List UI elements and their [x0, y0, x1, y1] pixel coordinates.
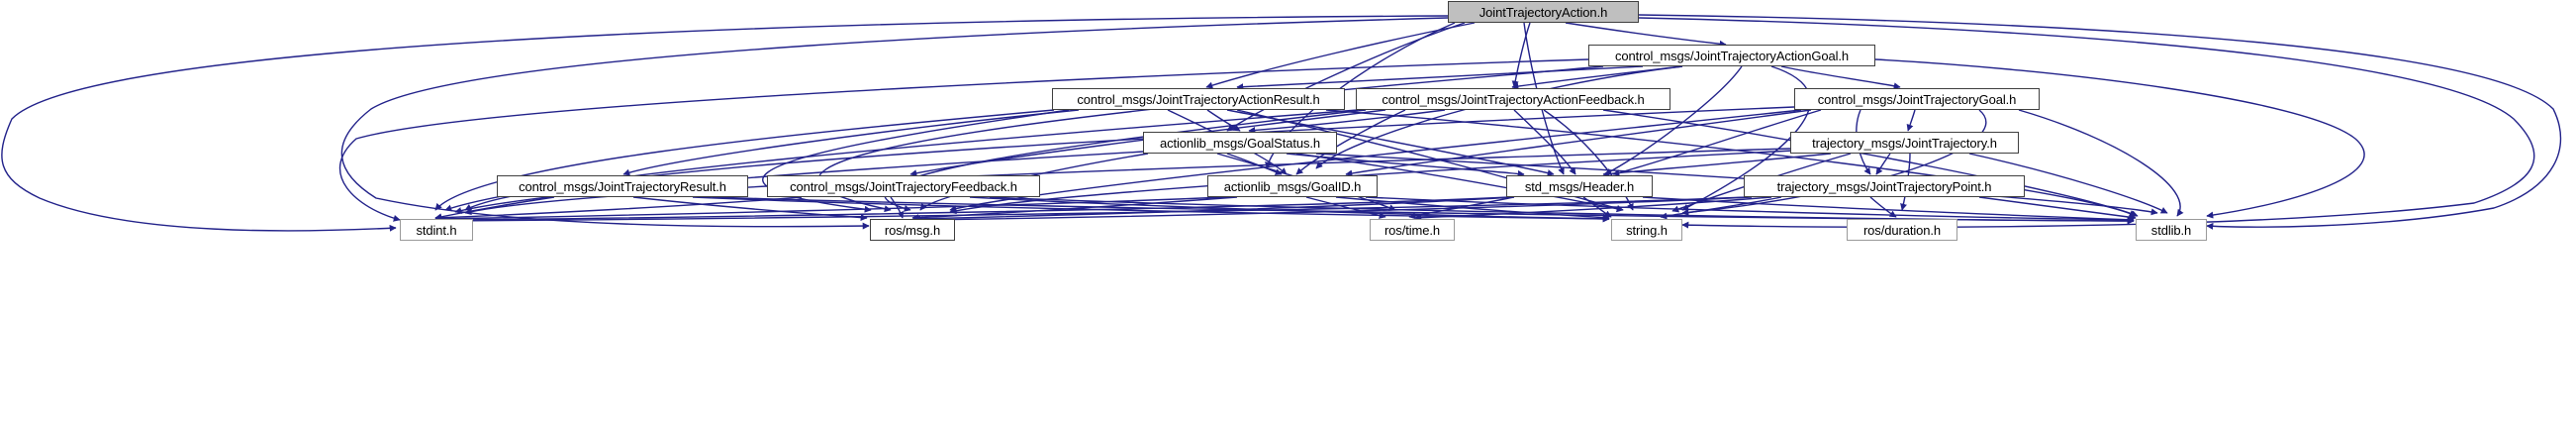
node-label: control_msgs/JointTrajectoryGoal.h	[1817, 91, 2017, 107]
graph-node-std-msgs-header-h[interactable]: std_msgs/Header.h	[1506, 175, 1653, 197]
graph-node-trajectory-msgs-jointtrajectory-h[interactable]: trajectory_msgs/JointTrajectory.h	[1790, 132, 2019, 154]
graph-node-string-h[interactable]: string.h	[1611, 219, 1682, 241]
graph-edge-n1-to-n17	[1874, 58, 2365, 219]
graph-node-ros-time-h[interactable]: ros/time.h	[1370, 219, 1455, 241]
graph-node-jointtrajectoryaction-h[interactable]: JointTrajectoryAction.h	[1448, 1, 1639, 23]
graph-node-actionlib-msgs-goalid-h[interactable]: actionlib_msgs/GoalID.h	[1207, 175, 1378, 197]
graph-edge-n3-to-n9	[1295, 109, 1406, 175]
graph-edge-n11-to-n15	[1660, 196, 1782, 220]
graph-node-ros-duration-h[interactable]: ros/duration.h	[1847, 219, 1957, 241]
graph-node-stdlib-h[interactable]: stdlib.h	[2136, 219, 2207, 241]
graph-edge-n11-to-n16	[1869, 196, 1897, 218]
node-label: actionlib_msgs/GoalStatus.h	[1159, 135, 1321, 151]
node-label: ros/duration.h	[1862, 222, 1942, 238]
graph-edge-n0-to-n17	[1638, 14, 2562, 230]
graph-node-stdint-h[interactable]: stdint.h	[400, 219, 473, 241]
node-label: control_msgs/JointTrajectoryFeedback.h	[790, 178, 1017, 194]
graph-edge-n10-to-n12	[436, 196, 1510, 224]
graph-edge-n8-to-n12	[434, 196, 803, 222]
graph-edge-n1-to-n9	[1315, 65, 1683, 169]
edges-group	[1, 14, 2562, 232]
graph-edge-n9-to-n12	[434, 196, 1228, 223]
graph-edge-n1-to-n15	[1681, 65, 1811, 211]
graph-edge-n4-to-n10	[1612, 109, 1822, 176]
node-label: string.h	[1626, 222, 1668, 238]
graph-edge-n4-to-n17	[2018, 109, 2184, 217]
graph-edge-n1-to-n12	[338, 58, 1589, 222]
graph-edge-n9-to-n17	[1365, 196, 2135, 224]
graph-node-actionlib-msgs-goalstatus-h[interactable]: actionlib_msgs/GoalStatus.h	[1143, 132, 1337, 154]
graph-edge-n3-to-n5	[1248, 109, 1446, 134]
node-label: ros/time.h	[1383, 222, 1441, 238]
graph-node-trajectory-msgs-jointtrajectorypoint-h[interactable]: trajectory_msgs/JointTrajectoryPoint.h	[1744, 175, 2025, 197]
graph-edge-n0-to-n15	[1638, 17, 2535, 229]
graph-edge-n0-to-n1	[1565, 22, 1727, 48]
graph-edge-n11-to-n13	[915, 196, 1753, 224]
node-label: control_msgs/JointTrajectoryActionGoal.h	[1614, 48, 1850, 63]
graph-edge-n4-to-n9	[1345, 109, 1812, 177]
node-label: stdlib.h	[2150, 222, 2192, 238]
graph-edge-n6-to-n15	[1671, 153, 1852, 213]
graph-edge-n10-to-n15	[1582, 196, 1612, 218]
graph-edge-n0-to-n13	[340, 17, 1449, 230]
graph-edge-n1-to-n10	[1604, 65, 1743, 175]
graph-node-control-msgs-jointtrajectorygoal-h[interactable]: control_msgs/JointTrajectoryGoal.h	[1794, 88, 2040, 110]
graph-edge-n11-to-n12	[438, 196, 1749, 225]
node-label: JointTrajectoryAction.h	[1479, 4, 1608, 20]
graph-edge-n2-to-n17	[1325, 109, 2137, 217]
graph-node-control-msgs-jointtrajectoryactionresult-h[interactable]: control_msgs/JointTrajectoryActionResult…	[1052, 88, 1345, 110]
node-label: trajectory_msgs/JointTrajectoryPoint.h	[1776, 178, 1992, 194]
node-label: trajectory_msgs/JointTrajectory.h	[1812, 135, 1997, 151]
graph-node-control-msgs-jointtrajectoryactionfeedback-h[interactable]: control_msgs/JointTrajectoryActionFeedba…	[1356, 88, 1670, 110]
graph-edge-n2-to-n7	[622, 109, 1080, 176]
node-label: control_msgs/JointTrajectoryActionFeedba…	[1382, 91, 1645, 107]
graph-edge-n9-to-n15	[1335, 196, 1610, 222]
graph-edge-n4-to-n6	[1906, 109, 1916, 132]
graph-edge-n11-to-n14	[1414, 196, 1772, 222]
node-label: ros/msg.h	[884, 222, 941, 238]
graph-edge-n3-to-n8	[909, 109, 1386, 177]
graph-node-control-msgs-jointtrajectoryfeedback-h[interactable]: control_msgs/JointTrajectoryFeedback.h	[767, 175, 1040, 197]
graph-node-control-msgs-jointtrajectoryactiongoal-h[interactable]: control_msgs/JointTrajectoryActionGoal.h	[1588, 45, 1875, 66]
graph-edge-n6-to-n11	[1875, 153, 1891, 175]
graph-edge-n8-to-n15	[969, 196, 1610, 223]
graph-edge-n9-to-n13	[911, 196, 1238, 222]
graph-edge-n1-to-n4	[1780, 65, 1901, 90]
graph-edge-n8-to-n17	[989, 196, 2135, 225]
graph-edge-n7-to-n15	[692, 196, 1610, 223]
graph-edge-n2-to-n12	[434, 109, 1055, 211]
graph-node-ros-msg-h[interactable]: ros/msg.h	[870, 219, 955, 241]
graph-edge-n6-to-n12	[464, 148, 1791, 216]
graph-edge-n0-to-n3	[1511, 22, 1531, 88]
graph-edge-n3-to-n10	[1513, 109, 1576, 175]
graph-edge-n1-to-n2	[1236, 65, 1644, 91]
node-label: std_msgs/Header.h	[1524, 178, 1635, 194]
graph-node-control-msgs-jointtrajectoryresult-h[interactable]: control_msgs/JointTrajectoryResult.h	[497, 175, 748, 197]
graph-edge-n6-to-n17	[1968, 153, 2168, 214]
graph-edge-n11-to-n17	[1978, 196, 2137, 221]
graph-edge-n0-to-n12	[1, 15, 1449, 232]
node-label: actionlib_msgs/GoalID.h	[1223, 178, 1362, 194]
node-label: control_msgs/JointTrajectoryActionResult…	[1077, 91, 1320, 107]
node-label: stdint.h	[416, 222, 457, 238]
graph-edge-n6-to-n10	[1602, 153, 1832, 177]
graph-edge-n0-to-n5	[1226, 22, 1466, 132]
node-label: control_msgs/JointTrajectoryResult.h	[519, 178, 726, 194]
